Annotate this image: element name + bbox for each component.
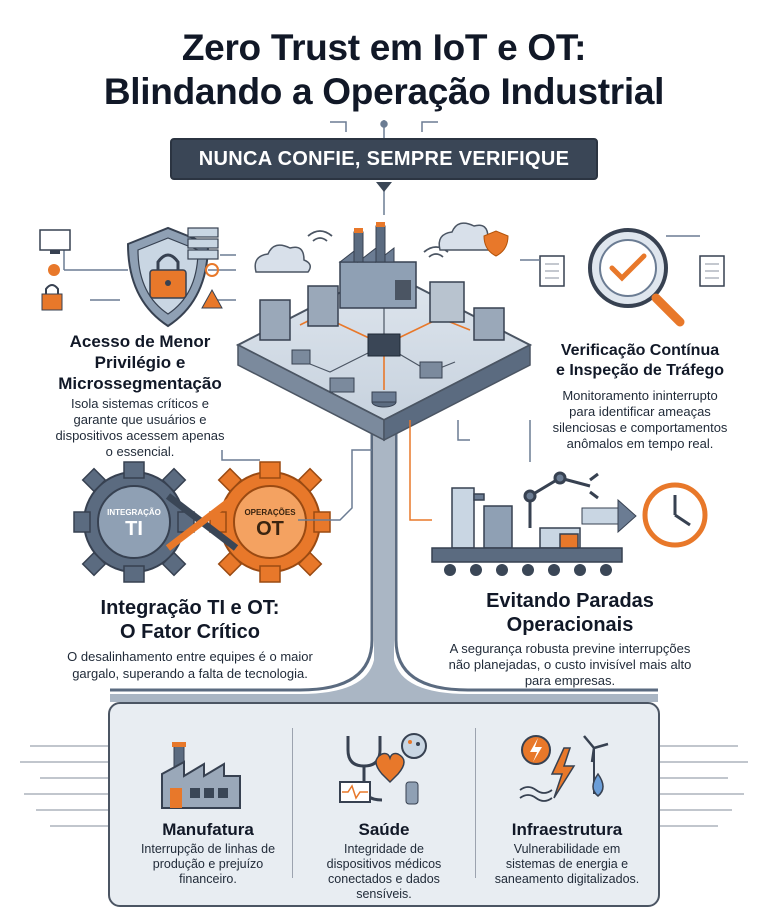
warning-icon	[201, 288, 223, 309]
sector-healthcare: Saúde Integridade de dispositivos médico…	[326, 820, 442, 901]
server-rack-icon	[187, 227, 219, 260]
lock-icon	[41, 284, 63, 311]
least-privilege-body: Isola sistemas críticos e garante que us…	[55, 396, 225, 459]
page-title-line1: Zero Trust em IoT e OT:	[181, 27, 587, 68]
sector-infrastructure: Infraestrutura Vulnerabilidade em sistem…	[494, 820, 640, 886]
infinity-link-icon	[165, 493, 239, 551]
sector-manufacturing: Manufatura Interrupção de linhas de prod…	[140, 820, 276, 886]
downtime-title: Evitando Paradas Operacionais	[486, 590, 654, 636]
panel-divider	[475, 728, 476, 878]
banner-connector-lines	[330, 120, 438, 215]
gear-it-icon	[73, 461, 195, 583]
document-icon	[539, 255, 725, 287]
panel-divider	[292, 728, 293, 878]
motto-banner: NUNCA CONFIE, SEMPRE VERIFIQUE	[170, 138, 598, 180]
verification-title: Verificação Contínua e Inspeção de Tráfe…	[555, 342, 725, 379]
arrow-right-icon	[581, 498, 637, 534]
water-drop-icon	[592, 772, 604, 797]
trunk-fill	[374, 430, 394, 660]
gear-it-label: INTEGRAÇÃO TI	[107, 508, 161, 540]
manufacturing-factory-icon	[161, 742, 241, 809]
circuit-traces	[20, 745, 748, 827]
healthcare-stethoscope-icon	[339, 733, 427, 805]
iot-platform	[235, 222, 533, 442]
page-title-line2: Blindando a Operação Industrial	[103, 71, 665, 112]
left-network-icons	[63, 250, 236, 301]
magnifier-check-icon	[588, 228, 685, 327]
factory-icon	[338, 222, 417, 309]
it-ot-title: Integração TI e OT: O Fator Crítico	[100, 597, 280, 643]
central-trunk	[110, 430, 658, 692]
alert-node-icon	[48, 264, 60, 276]
lightning-icon	[550, 747, 576, 799]
shield-small-icon	[483, 230, 509, 257]
conveyor-rollers-icon	[444, 564, 612, 576]
server-icon	[259, 281, 505, 341]
node-icon	[205, 263, 219, 277]
monitor-icon	[339, 781, 371, 803]
downtime-body: A segurança robusta previne interrupções…	[448, 641, 692, 688]
infrastructure-energy-icon	[519, 735, 609, 802]
verification-body: Monitoramento ininterrupto para identifi…	[552, 388, 728, 451]
monitor-icon	[39, 229, 71, 254]
heart-icon	[375, 752, 405, 784]
least-privilege-title: Acesso de Menor Privilégio e Microssegme…	[58, 332, 222, 393]
production-line-icon	[431, 487, 623, 563]
gear-ot-label: OPERAÇÕES OT	[244, 508, 296, 540]
it-ot-body: O desalinhamento entre equipes é o maior…	[67, 649, 313, 681]
robot-arm-icon	[523, 471, 599, 528]
cloud-icon	[254, 244, 311, 273]
gear-ot-icon	[209, 461, 331, 583]
clock-icon	[642, 482, 708, 548]
